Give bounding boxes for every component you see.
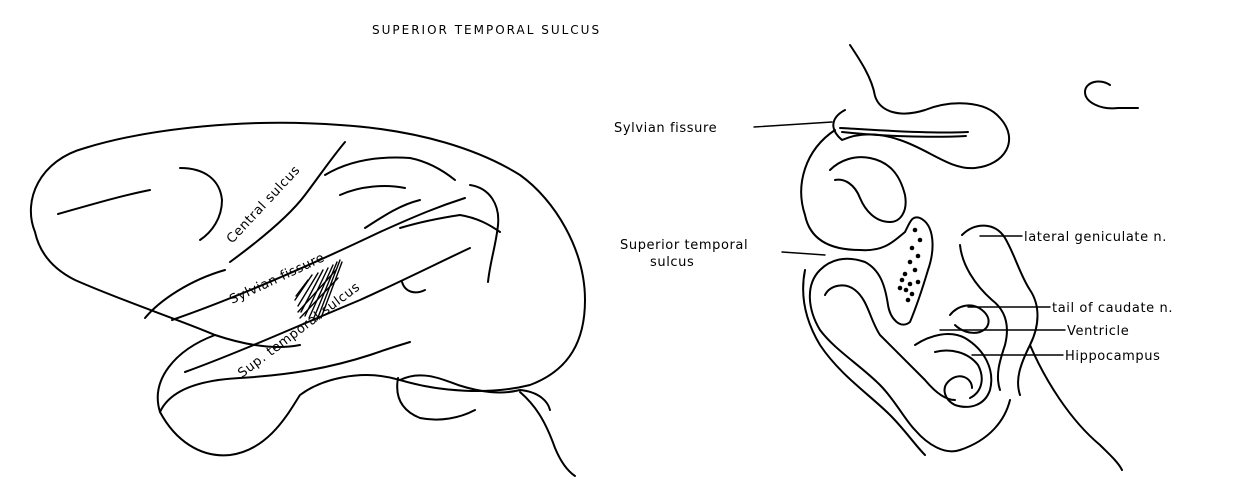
lower-temporal-outline [802,269,926,456]
brainstem-outline [519,391,576,477]
sulcus-line [469,184,500,283]
hippocampus-inner [934,349,983,399]
lateral-sts-line [184,247,471,373]
sulcus-line [339,185,406,196]
sulcus-line [364,199,421,229]
sulcus-line [324,156,456,181]
figure-title: SUPERIOR TEMPORAL SULCUS [372,23,601,37]
coronal-section-view: Sylvian fissure Superior temporal sulcus… [614,44,1173,471]
lateral-brain-view: Central sulcus Sylvian fissure Sup. temp… [30,121,586,477]
label-central-sulcus: Central sulcus [224,163,304,247]
hippocampus-outline [914,333,993,408]
sulcus-line [57,189,151,215]
coronal-sylvian-fissure-lower [841,131,967,138]
lateral-geniculate-inner [959,244,1008,391]
label-lateral-sylvian-fissure: Sylvian fissure [227,250,327,307]
sulcus-line [401,281,426,294]
lateral-geniculate-outline [961,224,1039,396]
label-ventricle: Ventricle [1067,324,1129,339]
inner-gyrus-fold [829,156,907,223]
hatched-recording-area [294,259,343,321]
upper-gyrus-outline [832,44,1011,170]
sulcus-line [144,269,226,319]
label-hippocampus: Hippocampus [1065,349,1161,364]
cerebellum-outline [399,374,551,411]
lateral-sylvian-line [171,197,466,321]
ventricle-outline [949,304,990,334]
sulcus-line [179,167,223,241]
label-superior-temporal-line2: sulcus [650,255,694,270]
sulcus-line [396,377,476,421]
lower-temporal-inner [824,284,956,401]
leader-sylvian-fissure [753,121,833,128]
coronal-sylvian-fissure [839,127,969,134]
sulcus-line [399,214,501,233]
label-lateral-geniculate: lateral geniculate n. [1024,230,1167,245]
label-tail-of-caudate: tail of caudate n. [1052,301,1173,316]
medial-contour [1029,344,1123,471]
label-coronal-sylvian-fissure: Sylvian fissure [614,121,717,136]
temporal-pole-curve [214,334,301,348]
lateral-central-sulcus-line [229,141,346,263]
temporal-gyri-outline [800,129,1011,453]
recording-sites [897,227,923,303]
label-superior-temporal-line1: Superior temporal [620,238,748,253]
upper-right-fragment [1084,80,1119,110]
leader-superior-temporal [781,251,826,256]
temporal-lobe-outline [159,341,411,413]
brain-outline [30,121,586,457]
